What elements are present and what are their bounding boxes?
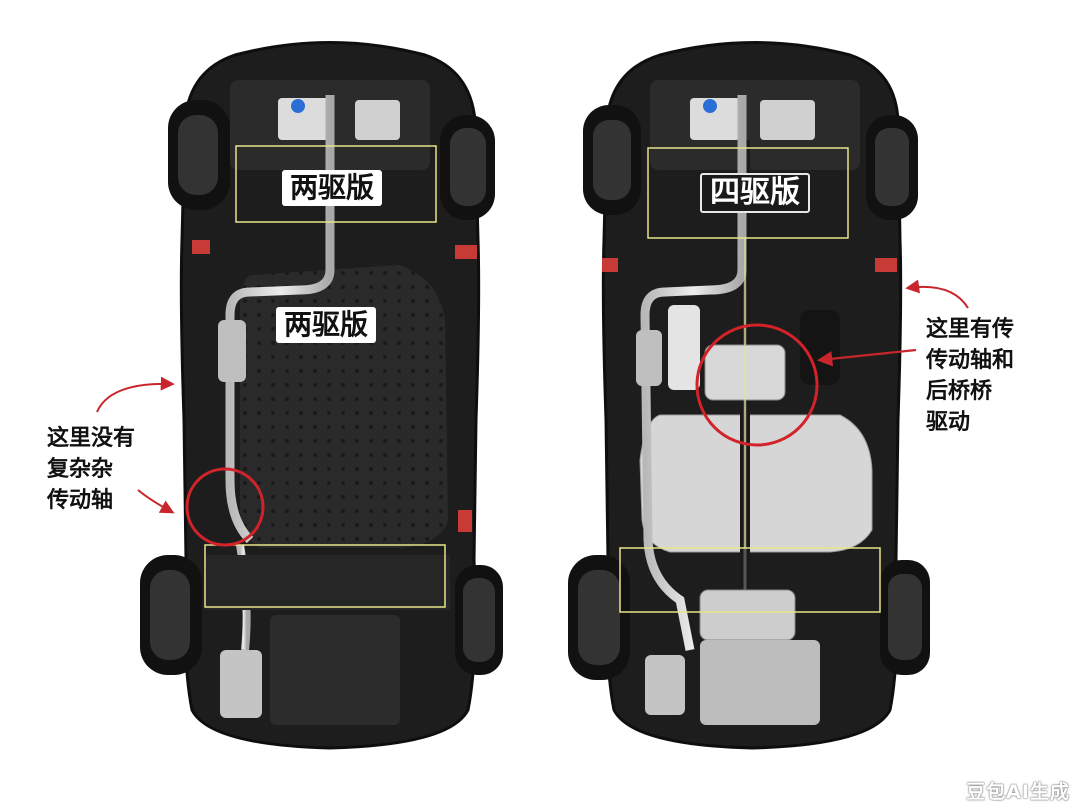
- right-front-label: 四驱版: [700, 173, 810, 213]
- left-exhaust-pipe: [225, 95, 335, 544]
- left-transmission: [355, 100, 400, 140]
- right-rear-guide: [619, 547, 881, 613]
- left-front-label: 两驱版: [282, 170, 383, 206]
- right-car-4wd: [568, 41, 930, 750]
- left-center-label: 两驱版: [276, 307, 377, 343]
- left-engine-block: [278, 98, 330, 140]
- left-highlight-circle: [185, 467, 265, 547]
- right-rear-differential: [699, 589, 796, 641]
- left-note-text: 这里没有 复杂杂 传动轴: [47, 426, 136, 513]
- right-front-guide: [647, 147, 849, 239]
- right-floor-pan: [639, 414, 873, 553]
- right-note-arrow-pointer: [816, 348, 917, 367]
- left-muffler-rear: [220, 650, 262, 718]
- right-highlight-circle: [695, 323, 819, 447]
- left-front-guide: [235, 145, 437, 223]
- left-rear-guide: [204, 544, 446, 608]
- left-fluid-cap: [291, 99, 305, 113]
- left-muffler-front: [218, 320, 246, 382]
- left-note-arrow-top: [96, 376, 175, 413]
- right-note-arrow-top: [905, 279, 969, 309]
- left-rear-subframe: [205, 555, 450, 610]
- right-note-text: 这里有传 传动轴和 后桥桥 驱动: [926, 317, 1015, 435]
- right-engine-bay: [650, 80, 860, 170]
- left-note-arrow-bottom: [137, 489, 175, 514]
- right-exhaust-pipe: [640, 95, 747, 651]
- left-car-2wd: [140, 41, 503, 750]
- watermark-text: 豆包AI生成: [966, 781, 1070, 803]
